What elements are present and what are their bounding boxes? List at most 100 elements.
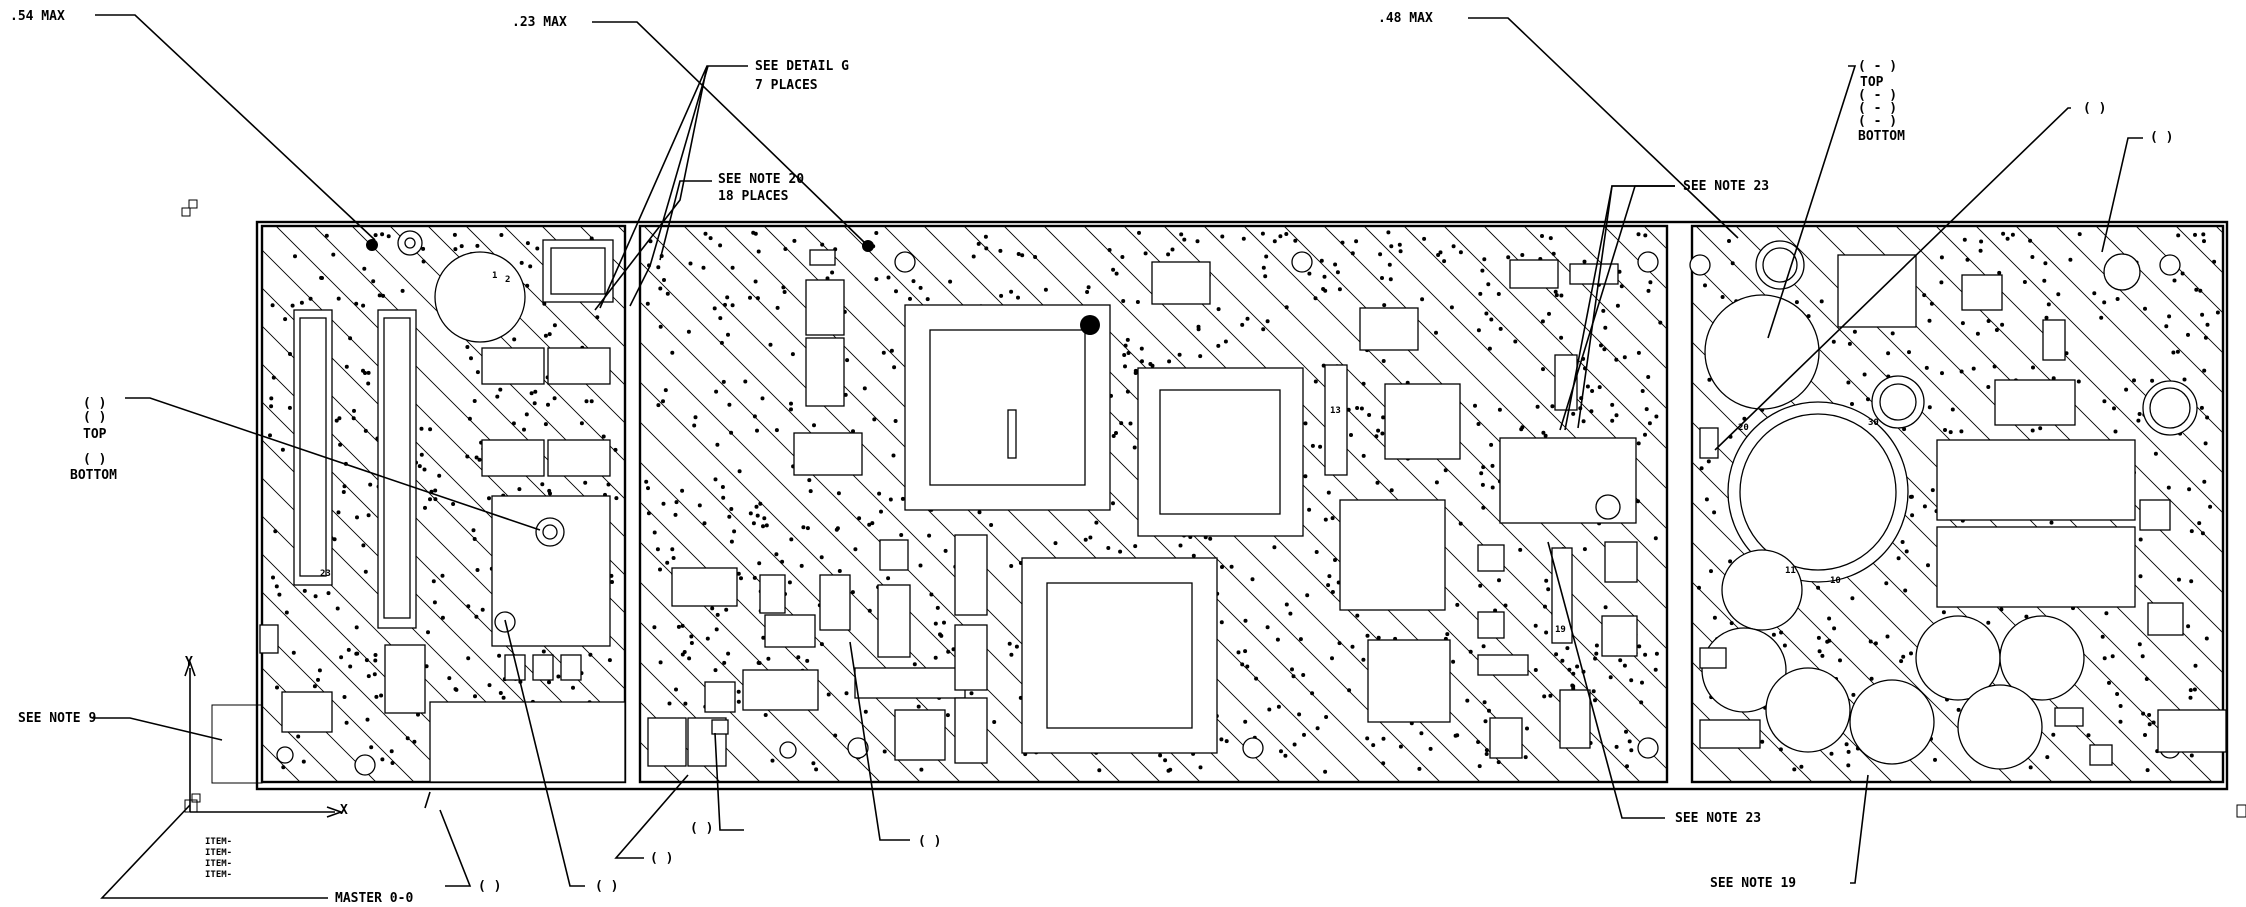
via-dot [1307,271,1312,276]
paren-label-d: ( ) [690,821,713,836]
via-dot [1245,316,1250,321]
capacitor-c1 [434,251,526,343]
via-dot [1198,765,1203,770]
via-dot [1599,343,1603,348]
via-dot [1264,254,1269,259]
via-dot [1302,732,1306,737]
via-dot [2138,574,2143,579]
via-dot [584,399,589,404]
via-dot [670,350,675,355]
via-dot [1929,301,1934,306]
via-dot [1962,237,1967,242]
via-dot [1497,578,1501,583]
via-dot [814,767,819,772]
via-dot [1489,442,1494,447]
via-dot [1118,549,1123,554]
via-dot [1643,652,1648,657]
via-dot [440,615,445,620]
via-dot [293,254,297,259]
via-dot [713,668,718,673]
via-dot [1097,768,1102,773]
via-dot [1706,459,1711,464]
via-dot [918,285,923,290]
via-dot [1476,422,1481,426]
via-dot [1135,300,1140,304]
master-label: MASTER 0-0 [335,891,413,906]
via-dot [1971,366,1976,371]
via-dot [2104,611,2109,616]
via-dot [1654,651,1659,656]
via-dot [421,259,426,264]
via-dot [1533,623,1538,628]
via-dot [724,607,729,612]
via-dot [748,295,752,300]
side-labels: ( ) ( ) TOP ( ) BOTTOM ( - ) TOP ( - ) (… [70,59,2173,483]
via-dot [1930,488,1935,493]
via-dot [2202,239,2206,244]
via-dot [752,414,757,419]
via-dot [2137,412,2142,416]
paren-label-e: ( ) [918,834,941,849]
via-dot [308,296,313,301]
via-dot [720,485,725,489]
via-dot [2112,406,2116,411]
via-dot [1610,402,1615,407]
via-dot [336,296,341,301]
via-dot [748,511,753,516]
via-dot [1016,252,1021,256]
via-dot [686,329,691,334]
pin-mark: 30 [1868,418,1879,428]
via-dot [2205,322,2210,327]
via-dot [1476,740,1481,744]
via-dot [437,473,442,478]
via-dot [1994,328,1999,332]
via-dot [2180,271,2185,276]
via-dot [2141,711,2146,716]
via-dot [1986,385,1991,389]
via-dot [1899,659,1904,664]
via-dot [362,266,367,271]
via-dot [1643,432,1647,437]
via-dot [719,340,724,345]
via-dot [705,636,710,641]
item-labels: ITEM- ITEM- ITEM- ITEM- [205,837,232,880]
via-dot [1646,288,1651,293]
via-dot [1278,234,1283,239]
via-dot [992,720,997,724]
via-dot [1191,553,1196,558]
via-dot [2203,335,2208,340]
via-dot [1640,389,1645,393]
via-dot [552,396,557,401]
via-dot [722,660,727,665]
via-dot [1886,351,1891,356]
via-dot [1480,482,1485,487]
hatch-line [1975,226,2223,474]
via-dot [644,479,649,484]
via-dot [1265,625,1270,630]
hatch-line [427,226,625,424]
via-dot [1846,763,1851,768]
via-dot [421,246,426,251]
via-dot [1625,764,1629,769]
via-dot [269,396,274,401]
axis-x-label: X [340,803,348,818]
via-dot [1922,504,1927,509]
via-dot [683,701,688,706]
via-dot [1283,753,1288,758]
via-dot [1119,421,1124,426]
via-dot [787,580,792,585]
via-dot [1648,280,1653,285]
via-dot [1419,731,1424,736]
via-dot [1560,658,1565,663]
via-dot [1388,277,1393,282]
via-dot [1727,239,1731,243]
via-dot [498,691,503,695]
via-dot [487,496,491,501]
via-dot [1868,639,1873,644]
via-dot [1518,547,1523,552]
see-detail-g-label: SEE DETAIL G [755,59,849,74]
via-dot [754,504,759,509]
via-dot [1422,236,1427,241]
via-dot [372,672,377,677]
via-dot [1303,474,1308,479]
